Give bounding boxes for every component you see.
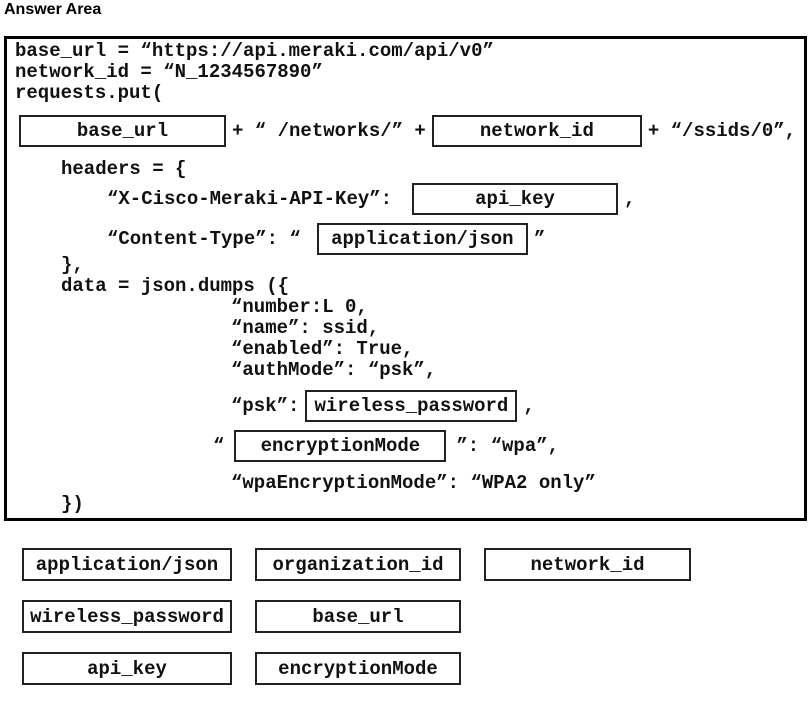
content-type-row: “Content-Type”: “ application/json ”	[107, 223, 804, 255]
code-line-headers-close: },	[61, 254, 84, 276]
url-end-text: + “/ssids/0”,	[647, 119, 797, 142]
option-base-url[interactable]: base_url	[255, 600, 461, 633]
slot-application-json[interactable]: application/json	[316, 223, 528, 255]
api-key-row: “X-Cisco-Meraki-API-Key”: api_key ,	[107, 182, 804, 216]
code-line-base-url: base_url = “https://api.meraki.com/api/v…	[15, 40, 494, 62]
code-line-headers-open: headers = {	[61, 158, 187, 180]
slot-encryption-mode[interactable]: encryptionMode	[234, 430, 447, 462]
url-mid-text: + “ /networks/” +	[232, 119, 426, 142]
code-line-close: })	[61, 493, 84, 515]
content-type-close-quote: ”	[533, 227, 546, 250]
options-row-1: application/json organization_id network…	[22, 548, 691, 581]
code-line-wpa-encryption-mode: “wpaEncryptionMode”: “WPA2 only”	[231, 472, 596, 494]
slot-network-id[interactable]: network_id	[431, 115, 642, 147]
slot-wireless-password[interactable]: wireless_password	[305, 390, 518, 422]
option-wireless-password[interactable]: wireless_password	[22, 600, 232, 633]
code-line-network-id: network_id = “N_1234567890”	[15, 61, 323, 83]
option-encryption-mode[interactable]: encryptionMode	[255, 652, 461, 685]
code-line-number: “number:L 0,	[231, 296, 368, 318]
code-line-name: “name”: ssid,	[231, 317, 380, 339]
answer-area-panel: base_url = “https://api.meraki.com/api/v…	[4, 36, 807, 521]
psk-label: “psk”:	[231, 394, 300, 417]
drag-options-bank: application/json organization_id network…	[22, 548, 691, 704]
code-line-enabled: “enabled”: True,	[231, 338, 414, 360]
psk-comma: ,	[523, 394, 535, 417]
api-key-label: “X-Cisco-Meraki-API-Key”:	[107, 187, 393, 210]
enc-open-quote: “	[213, 434, 225, 457]
option-application-json[interactable]: application/json	[22, 548, 232, 581]
code-line-data-open: data = json.dumps ({	[61, 275, 290, 297]
option-organization-id[interactable]: organization_id	[255, 548, 461, 581]
content-type-label: “Content-Type”: “	[107, 227, 301, 250]
enc-after-text: ”: “wpa”,	[456, 434, 560, 457]
psk-row: “psk”: wireless_password ,	[231, 390, 804, 422]
code-line-requests-put: requests.put(	[15, 82, 164, 104]
encryption-mode-row: “ encryptionMode ”: “wpa”,	[213, 429, 804, 463]
answer-area-title: Answer Area	[4, 1, 102, 18]
option-network-id[interactable]: network_id	[484, 548, 691, 581]
code-line-authmode: “authMode”: “psk”,	[231, 359, 437, 381]
slot-base-url[interactable]: base_url	[19, 115, 226, 147]
options-row-2: wireless_password base_url	[22, 600, 691, 633]
url-concat-row: base_url + “ /networks/” + network_id + …	[19, 114, 804, 148]
option-api-key[interactable]: api_key	[22, 652, 232, 685]
options-row-3: api_key encryptionMode	[22, 652, 691, 685]
slot-api-key[interactable]: api_key	[412, 183, 619, 215]
api-key-comma: ,	[624, 187, 636, 210]
